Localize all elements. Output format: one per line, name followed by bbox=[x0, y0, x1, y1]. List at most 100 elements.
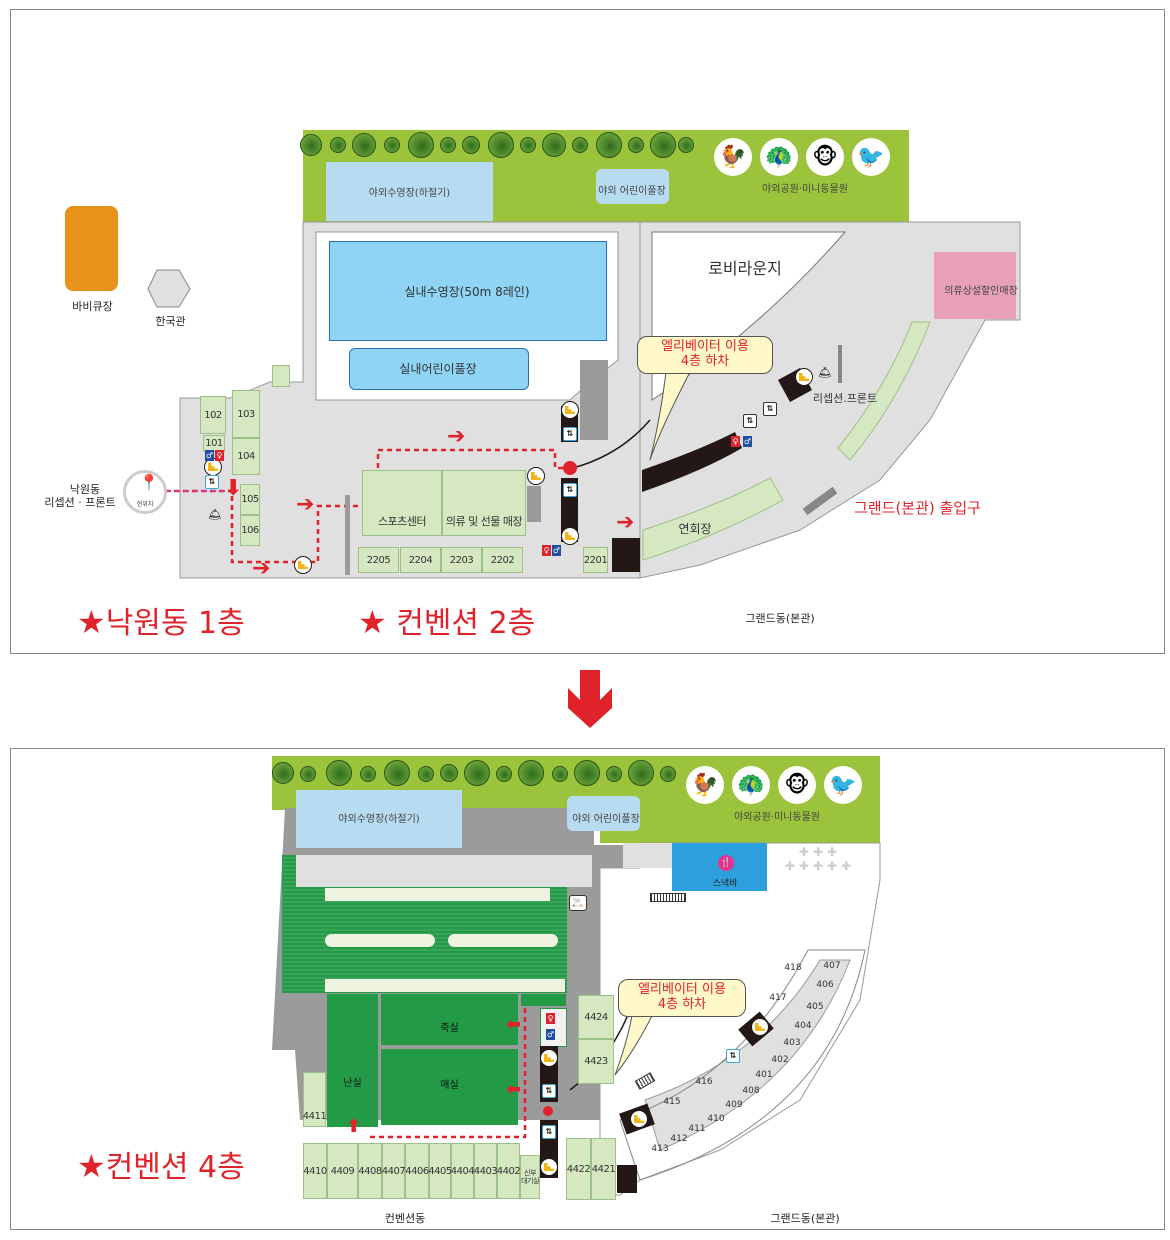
clothing-gift-label: 의류 및 선물 매장 bbox=[445, 515, 523, 528]
tree-row bbox=[270, 758, 690, 788]
star-icon: ★ bbox=[77, 603, 106, 641]
stair-block bbox=[612, 538, 640, 572]
room-4406: 4406 bbox=[405, 1143, 429, 1199]
room-102: 102 bbox=[200, 396, 226, 434]
sports-center-label: 스포츠센터 bbox=[377, 515, 427, 528]
room-417: 417 bbox=[769, 993, 787, 1003]
outdoor-tables: ✚✚✚✚✚✚✚✚ bbox=[784, 845, 856, 873]
escalator-icon bbox=[795, 368, 813, 386]
park-zoo-label: 야외공원·미니동물원 bbox=[762, 184, 848, 195]
location-pin-icon: 📍 bbox=[139, 473, 159, 492]
wall bbox=[345, 495, 350, 575]
down-arrow-icon: ⬇ bbox=[224, 476, 243, 501]
wall bbox=[580, 360, 608, 440]
room-103: 103 bbox=[232, 390, 260, 438]
room-4421: 4421 bbox=[591, 1138, 616, 1200]
outdoor-kids-pool bbox=[596, 169, 669, 204]
hall-maesil bbox=[381, 1049, 518, 1125]
title-convention-2f-text: 컨벤션 2층 bbox=[396, 606, 536, 641]
hall-juksil bbox=[381, 994, 518, 1045]
room-106: 106 bbox=[240, 515, 260, 546]
elevator-icon: ⇅ bbox=[563, 427, 577, 441]
escalator-icon bbox=[527, 467, 545, 485]
korea-hall-label: 한국관 bbox=[155, 315, 186, 328]
bbq-label: 바비큐장 bbox=[72, 300, 113, 313]
planter-row bbox=[325, 888, 550, 901]
escalator-icon bbox=[294, 556, 312, 574]
hall-annex bbox=[521, 994, 566, 1006]
room-407: 407 bbox=[823, 961, 841, 971]
outdoor-kids-pool bbox=[567, 796, 640, 831]
room-4409: 4409 bbox=[327, 1143, 358, 1199]
star-icon: ★ bbox=[77, 1147, 106, 1185]
rooster-icon: 🐓 bbox=[714, 138, 752, 176]
rooster-icon: 🐓 bbox=[686, 766, 724, 804]
grand-building-label: 그랜드동(본관) bbox=[745, 612, 815, 625]
male-restroom-icon: ♂ bbox=[743, 436, 752, 447]
room-404: 404 bbox=[794, 1021, 812, 1031]
room-2202: 2202 bbox=[482, 547, 523, 573]
room-413: 413 bbox=[651, 1144, 669, 1154]
room-409: 409 bbox=[725, 1100, 743, 1110]
room-4422: 4422 bbox=[566, 1138, 591, 1200]
male-restroom-icon: ♂ bbox=[205, 450, 214, 461]
room-4408: 4408 bbox=[358, 1143, 382, 1199]
bbq-building bbox=[65, 206, 118, 291]
female-restroom-icon: ♀ bbox=[542, 545, 551, 556]
bride-room: 신부 대기실 bbox=[520, 1155, 540, 1199]
peacock-icon: 🦚 bbox=[760, 138, 798, 176]
corridor bbox=[296, 855, 592, 887]
right-arrow-icon: ➔ bbox=[447, 424, 466, 449]
small-green-room bbox=[272, 365, 290, 387]
snack-bar-entrance bbox=[623, 843, 673, 868]
room-2203: 2203 bbox=[441, 547, 482, 573]
elevator-icon: ⇅ bbox=[743, 414, 757, 428]
female-restroom-icon: ♀ bbox=[215, 450, 224, 461]
star-icon: ★ bbox=[358, 603, 387, 641]
title-convention-2f: ★ 컨벤션 2층 bbox=[358, 598, 535, 642]
room-405: 405 bbox=[806, 1002, 824, 1012]
snack-bar-label: 스낵바 bbox=[712, 879, 738, 889]
elevator-icon: ⇅ bbox=[563, 483, 577, 497]
room-101: 101 bbox=[203, 435, 225, 452]
grand-reception-label: 리셉션.프론트 bbox=[812, 392, 878, 405]
banquet-hall-label: 연회장 bbox=[678, 522, 712, 536]
room-4405: 4405 bbox=[428, 1143, 452, 1199]
elevator-note-line2: 4층 하차 bbox=[680, 354, 730, 369]
room-4423: 4423 bbox=[578, 1039, 614, 1084]
room-410: 410 bbox=[707, 1114, 725, 1124]
room-403: 403 bbox=[783, 1038, 801, 1048]
room-2204: 2204 bbox=[400, 547, 441, 573]
reception-desk-icon: 🛎 bbox=[818, 366, 832, 379]
room-401: 401 bbox=[755, 1070, 773, 1080]
male-restroom-icon: ♂ bbox=[546, 1029, 555, 1040]
room-411: 411 bbox=[688, 1124, 706, 1134]
title-nakwon-1f: ★낙원동 1층 bbox=[77, 598, 245, 642]
indoor-pool bbox=[329, 241, 607, 341]
bird-icon: 🐦 bbox=[852, 138, 890, 176]
monkey-icon: 🐵 bbox=[806, 138, 844, 176]
outlet-store bbox=[934, 252, 1016, 319]
elevator-note-line2: 4층 하차 bbox=[657, 997, 707, 1012]
elevator-icon: ⇅ bbox=[726, 1049, 740, 1063]
current-location-marker: 📍 현위치 bbox=[123, 470, 167, 514]
indoor-kids-pool-label: 실내어린이풀장 bbox=[399, 362, 477, 376]
reception-desk-icon: 🛎 bbox=[208, 508, 222, 521]
elevator-point-marker bbox=[563, 461, 577, 475]
restaurant-icon: 🍴 bbox=[718, 855, 734, 871]
grand-building-label: 그랜드동(본관) bbox=[770, 1212, 840, 1225]
elevator-point-marker bbox=[543, 1106, 553, 1116]
peacock-icon: 🦚 bbox=[732, 766, 770, 804]
room-4410: 4410 bbox=[303, 1143, 327, 1199]
elevator-note-bubble: 엘리베이터 이용 4층 하차 bbox=[618, 979, 746, 1017]
room-104: 104 bbox=[232, 438, 260, 475]
room-408: 408 bbox=[742, 1086, 760, 1096]
elevator-icon: ⇅ bbox=[763, 402, 777, 416]
nakwon-reception-line1: 낙원동 bbox=[69, 483, 101, 496]
tree-row bbox=[300, 132, 700, 158]
park-zoo-label: 야외공원·미니동물원 bbox=[734, 812, 820, 823]
indoor-kids-pool bbox=[349, 348, 529, 390]
escalator-icon bbox=[540, 1049, 558, 1067]
elevator-note-line1: 엘리베이터 이용 bbox=[638, 982, 726, 997]
outdoor-kids-pool-label: 야외 어린이풀장 bbox=[598, 186, 666, 197]
